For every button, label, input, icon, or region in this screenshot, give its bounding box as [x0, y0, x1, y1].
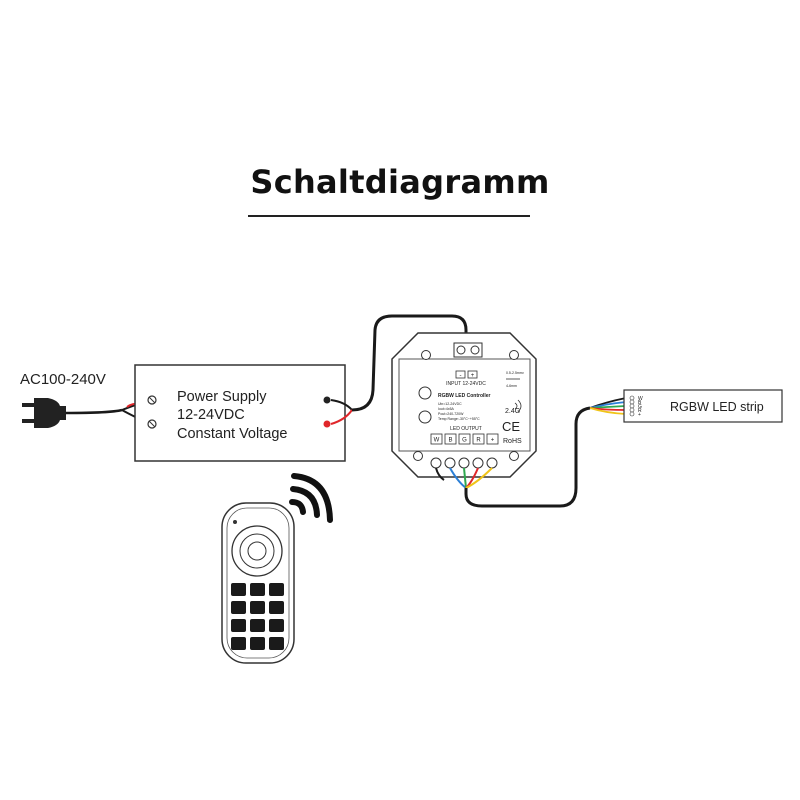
controller-input-plus-screw: [470, 345, 480, 355]
strip-cable: [464, 406, 591, 508]
led-strip-label: RGBW LED strip: [670, 400, 764, 414]
led-strip-pad-3: [629, 407, 635, 413]
controller-frequency: 2.4G: [505, 408, 520, 415]
led-strip-pin-2: G: [638, 404, 642, 410]
controller-name: RGBW LED Controller: [438, 393, 491, 399]
controller-button-top: [418, 386, 432, 400]
remote-key-12: [269, 637, 284, 650]
controller-input-label: INPUT 12-24VDC: [446, 381, 486, 387]
controller-input-plus: +: [471, 373, 475, 379]
controller-wire-spec-1: 0.5-2.5mm²: [506, 371, 525, 375]
title-underline: [248, 215, 530, 217]
led-strip-pads: [629, 395, 635, 417]
controller-output-screw-1: [444, 457, 456, 469]
controller-output-box-2: [458, 433, 471, 445]
remote-key-9: [269, 619, 284, 632]
remote-key-2: [250, 583, 265, 596]
controller-output-box-0: [430, 433, 443, 445]
diagram-title: Schaltdiagramm: [250, 163, 550, 201]
controller-spec-4: Temp Range:-30°C~+55°C: [438, 417, 480, 421]
controller-wireless-icon: [514, 399, 522, 413]
output-wire-b: [449, 467, 467, 489]
remote-key-8: [250, 619, 265, 632]
led-strip-pad-1: [629, 399, 635, 405]
remote-key-4: [231, 601, 246, 614]
controller-output-screw-3: [472, 457, 484, 469]
controller-ce-mark: CE: [502, 419, 520, 434]
controller-spec-2: Iout=4x5A: [438, 407, 455, 411]
led-strip-pad-0: [629, 395, 635, 401]
remote-key-1: [231, 583, 246, 596]
ps-dc-terminal-minus: [323, 396, 331, 404]
controller-output-box-4: [486, 433, 499, 445]
ps-dc-terminal-plus: [323, 420, 331, 428]
dc-cable: [351, 314, 468, 412]
rgbw-controller: - + INPUT 12-24VDC 0.5-2.5mm² 4-6mm RGBW…: [391, 332, 537, 478]
controller-rohs-mark: RoHS: [503, 438, 522, 445]
dc-wire-plus: [330, 409, 353, 425]
remote-led-indicator: [233, 520, 237, 524]
dc-wire-minus: [330, 399, 353, 411]
remote-key-10: [231, 637, 246, 650]
remote-key-11: [250, 637, 265, 650]
wireless-signal-icon: [289, 473, 333, 523]
remote-wheel-center-button: [247, 541, 267, 561]
remote-key-6: [269, 601, 284, 614]
controller-wire-spec-2: 4-6mm: [506, 384, 517, 388]
remote-key-3: [269, 583, 284, 596]
controller-output-screw-0: [430, 457, 442, 469]
controller-output-terminal-2: G: [462, 438, 467, 444]
controller-output-box-1: [444, 433, 457, 445]
controller-output-screw-4: [486, 457, 498, 469]
output-wire-w: [435, 467, 445, 481]
controller-output-terminal-4: +: [491, 438, 495, 444]
output-wire-g: [463, 467, 467, 489]
controller-output-terminal-1: B: [448, 438, 452, 444]
remote-keypad: [231, 583, 284, 650]
controller-button-bottom: [418, 410, 432, 424]
remote-control: [221, 502, 295, 664]
ps-label-line3: Constant Voltage: [177, 426, 287, 442]
controller-output-label: LED OUTPUT: [450, 426, 482, 432]
power-supply: Power Supply 12-24VDC Constant Voltage: [134, 364, 346, 462]
ac-input-label: AC100-240V: [20, 371, 106, 388]
controller-input-minus: -: [460, 373, 462, 379]
led-strip-pin-0: W: [638, 396, 643, 402]
controller-output-terminal-3: R: [476, 438, 481, 444]
output-wire-plus: [465, 467, 493, 489]
controller-input-minus-screw: [456, 345, 466, 355]
led-strip-pin-4: +: [638, 412, 641, 418]
led-strip-pin-3: R: [638, 408, 642, 414]
controller-output-terminal-0: W: [434, 438, 440, 444]
led-strip-pad-4: [629, 411, 635, 417]
ac-plug-icon: [22, 398, 66, 428]
remote-key-7: [231, 619, 246, 632]
controller-output-terminal-labels: W B G R +: [430, 433, 499, 445]
ac-cord: [65, 408, 123, 415]
led-strip-pad-2: [629, 403, 635, 409]
controller-output-screw-2: [458, 457, 470, 469]
ps-label-line2: 12-24VDC: [177, 407, 245, 423]
controller-spec-1: Uin=12-24VDC: [438, 402, 462, 406]
ps-label-line1: Power Supply: [177, 389, 267, 405]
controller-output-box-3: [472, 433, 485, 445]
controller-spec-3: Pout=240-720W: [438, 412, 464, 416]
controller-output-screws: [430, 457, 498, 469]
led-strip-pin-1: B: [638, 400, 642, 406]
remote-key-5: [250, 601, 265, 614]
